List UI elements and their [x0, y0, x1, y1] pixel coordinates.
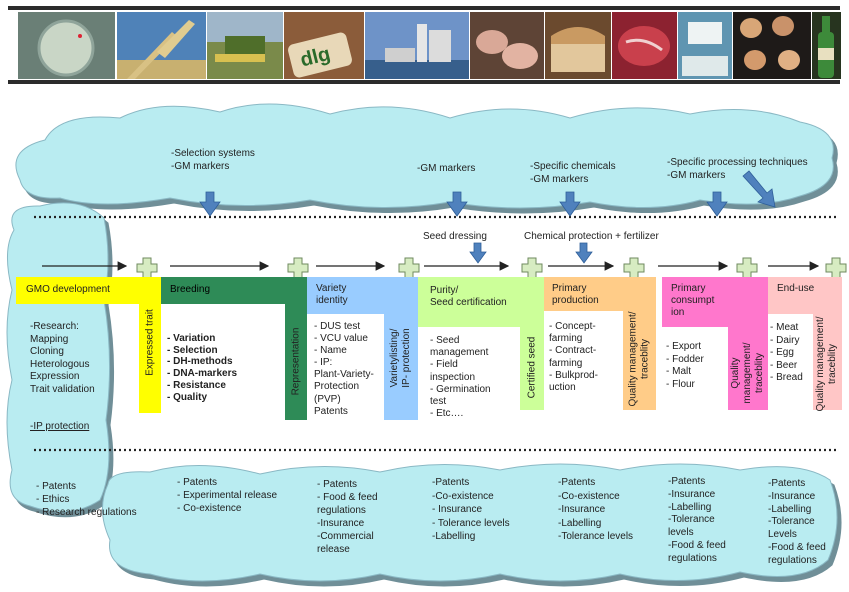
plus-marker — [398, 257, 420, 279]
stage-gmo-development: GMO development — [16, 277, 139, 304]
blue-arrow — [706, 191, 728, 217]
vertical-label: Quality management/ traceblity — [730, 342, 765, 404]
stage-primary-consumption: Primary consumpt ion — [662, 277, 768, 327]
varietylisting-bar: Varietylisting/ IP- protection — [384, 314, 418, 420]
plus-marker — [136, 257, 158, 279]
dlg-sacks-photo: dlg — [284, 12, 364, 79]
quality-management-bar: Quality management/ traceblity — [813, 314, 842, 412]
blue-arrow — [575, 242, 593, 264]
blue-arrow — [742, 170, 776, 208]
top-cloud-text: -Selection systems -GM markers — [171, 148, 255, 172]
certified-seed-bar: Certified seed — [520, 327, 544, 410]
breeding-details: - Variation- Selection- DH-methods- DNA-… — [167, 332, 238, 403]
top-cloud-text: -Specific processing techniques -GM mark… — [667, 157, 808, 181]
eggs-photo — [733, 12, 811, 79]
plus-marker — [736, 257, 758, 279]
blue-arrows — [199, 170, 776, 264]
stage-title: Primary production — [552, 283, 599, 306]
petri-dish-photo — [18, 12, 115, 79]
stage-variety-identity: Variety identity — [307, 277, 418, 314]
expressed-trait-bar: Expressed trait — [139, 277, 161, 413]
bottom-cloud — [102, 463, 838, 582]
blue-arrow — [469, 242, 487, 264]
vertical-label: Quality management/ traceblity — [627, 311, 651, 407]
plus-marker — [825, 257, 847, 279]
stage-title: End-use — [777, 283, 815, 294]
stage-title: Variety identity — [316, 283, 348, 306]
bread-photo — [545, 12, 611, 79]
grain-silo-photo — [365, 12, 469, 79]
quality-management-bar: Quality management/ traceblity — [728, 327, 768, 410]
wheat-photo — [117, 12, 206, 79]
bottom-cloud-text: - Patents - Ethics - Research regulation… — [36, 481, 137, 518]
stage-title: Primary consumpt ion — [671, 283, 715, 318]
stage-end-use: End-use — [768, 277, 842, 314]
bottom-cloud-text: -Patents -Co-existence -Insurance -Label… — [558, 477, 634, 542]
seed-dressing-label: Seed dressing — [423, 231, 487, 242]
plus-markers — [136, 257, 847, 279]
blue-arrow — [199, 191, 221, 217]
bottom-cloud-text: -Patents -Insurance -Labelling -Toleranc… — [768, 478, 826, 566]
plus-marker — [521, 257, 543, 279]
blue-arrow — [559, 191, 581, 217]
primary-consumption-details: - Export - Fodder - Malt - Flour — [666, 341, 704, 390]
plus-marker — [287, 257, 309, 279]
plus-marker — [623, 257, 645, 279]
bottom-cloud-text: - Patents - Food & feed regulations -Ins… — [317, 479, 378, 555]
stage-breeding: Breeding — [161, 277, 307, 304]
purity-details: - Seed management - Field inspection - G… — [430, 335, 491, 420]
gmo-ip-protection: -IP protection — [30, 421, 90, 432]
milk-photo — [678, 12, 732, 79]
stage-title: Breeding — [170, 284, 211, 295]
beer-bottle-photo — [812, 12, 841, 79]
bottom-cloud-text: -Patents -Insurance -Labelling -Toleranc… — [668, 476, 726, 564]
primary-production-details: - Concept- farming - Contract- farming -… — [549, 321, 598, 394]
quality-management-bar: Quality management/ traceblity — [623, 311, 656, 410]
bottom-cloud-text: - Patents - Experimental release - Co-ex… — [177, 477, 278, 514]
top-rule — [8, 6, 840, 10]
stage-title: GMO development — [26, 284, 110, 295]
blue-arrow — [446, 191, 468, 217]
vertical-label: Certified seed — [526, 336, 538, 399]
top-cloud-text: -Specific chemicals -GM markers — [530, 161, 616, 185]
top-cloud-text: -GM markers — [417, 163, 476, 174]
chemical-protection-label: Chemical protection + fertilizer — [524, 231, 659, 242]
vertical-label: Varietylisting/ IP- protection — [389, 328, 412, 388]
stage-primary-production: Primary production — [544, 277, 656, 311]
pigs-photo — [470, 12, 544, 79]
variety-details: - DUS test - VCU value - Name - IP: Plan… — [314, 321, 374, 417]
vertical-label: Expressed trait — [144, 309, 156, 376]
stage-title: Purity/ Seed certification — [430, 285, 507, 308]
bottom-cloud-text: -Patents -Co-existence - Insurance - Tol… — [432, 477, 510, 542]
representation-bar: Representation — [285, 304, 307, 420]
top-cloud — [15, 103, 834, 209]
stage-purity: Purity/ Seed certification — [418, 277, 544, 327]
end-use-details: - Meat - Dairy - Egg - Beer - Bread — [770, 322, 803, 383]
bottom-rule — [8, 80, 840, 84]
combine-harvester-photo — [207, 12, 283, 79]
meat-photo — [612, 12, 677, 79]
gmo-details: -Research: Mapping Cloning Heterologous … — [30, 321, 95, 395]
vertical-label: Representation — [290, 327, 302, 396]
vertical-label: Quality management/ traceblity — [815, 316, 838, 412]
